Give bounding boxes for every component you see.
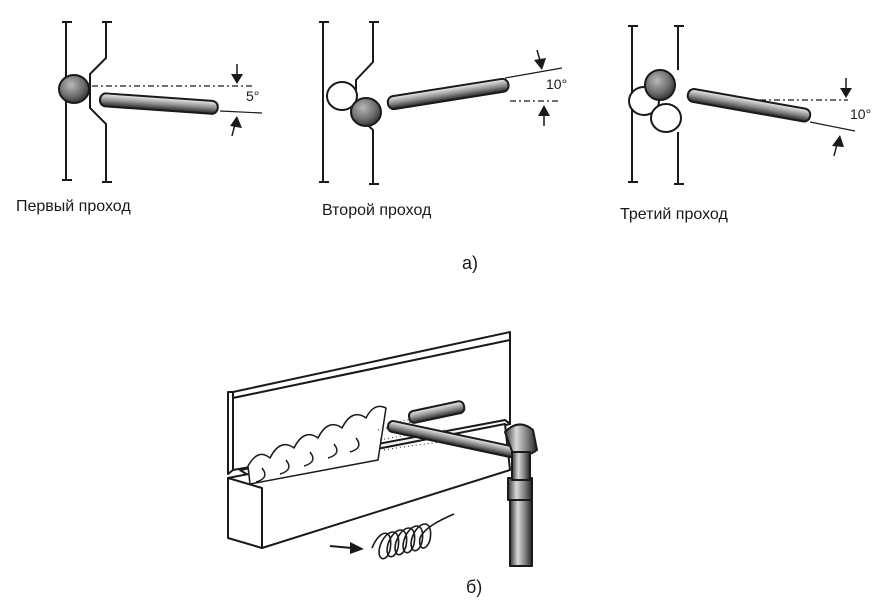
angle-line	[809, 121, 856, 132]
third-pass-sketch	[628, 25, 856, 185]
third-bead	[644, 69, 676, 101]
electrode	[686, 88, 812, 123]
electrode	[386, 77, 510, 111]
angle-line	[504, 67, 563, 79]
torch-handle	[509, 499, 533, 567]
second-pass-sketch	[319, 21, 563, 185]
root-bead	[326, 81, 358, 111]
right-plate-edge	[89, 21, 112, 183]
first-pass-sketch	[58, 21, 263, 183]
back-plate-side	[227, 391, 234, 475]
angle-line	[219, 110, 263, 114]
welding-setup-sketch	[227, 331, 538, 567]
consumable-insert	[407, 400, 466, 424]
front-plate-side	[227, 477, 263, 549]
second-bead	[350, 97, 382, 127]
third-pass-angle: 10°	[850, 106, 872, 122]
weld-bead	[247, 405, 387, 485]
first-pass-label: Первый проход	[16, 198, 131, 215]
left-plate-edge	[319, 21, 329, 183]
third-pass-label: Третий проход	[620, 206, 728, 223]
filler-wire-coil	[371, 513, 455, 560]
root-bead	[58, 74, 90, 104]
part-a-label: а)	[462, 253, 479, 273]
torch-pipe	[511, 451, 531, 481]
first-pass-angle: 5°	[246, 88, 260, 104]
second-pass-angle: 10°	[546, 76, 568, 92]
right-plate-edge	[674, 25, 684, 185]
second-bead	[650, 103, 682, 133]
electrode	[98, 92, 219, 115]
travel-direction-arrow	[329, 545, 353, 549]
torch-nut	[507, 477, 533, 501]
part-b-label: б)	[466, 577, 483, 597]
second-pass-label: Второй проход	[322, 202, 432, 219]
